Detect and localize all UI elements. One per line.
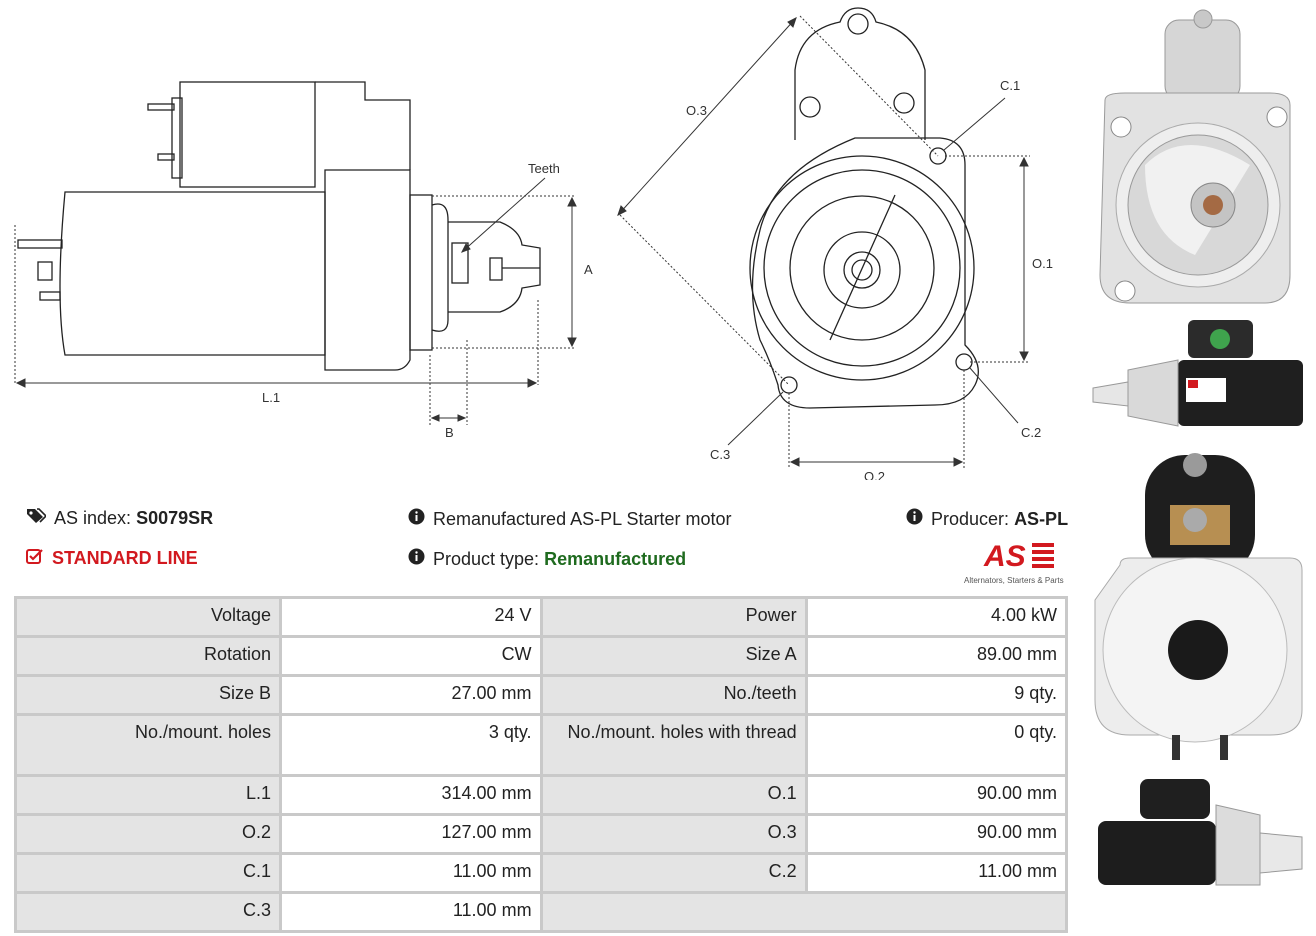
dimension-c1-label: C.1 (1000, 78, 1020, 93)
front-view-drawing (749, 7, 979, 409)
spec-value: 90.00 mm (807, 777, 1065, 813)
table-row: Size B 27.00 mm No./teeth 9 qty. (17, 677, 1065, 713)
producer: Producer: AS-PL (906, 508, 1068, 530)
dimension-c3-label: C.3 (710, 447, 730, 462)
spec-value: 27.00 mm (282, 677, 540, 713)
table-row: L.1 314.00 mm O.1 90.00 mm (17, 777, 1065, 813)
spec-value: 89.00 mm (807, 638, 1065, 674)
as-index-value: S0079SR (136, 508, 214, 528)
product-type-value: Remanufactured (544, 548, 687, 569)
spec-value: CW (282, 638, 540, 674)
product-photo-side-bottom[interactable] (1090, 775, 1310, 895)
spec-label: C.1 (17, 855, 280, 891)
spec-value: 3 qty. (282, 716, 540, 774)
table-row: Rotation CW Size A 89.00 mm (17, 638, 1065, 674)
spec-value: 127.00 mm (282, 816, 540, 852)
description-text: Remanufactured AS-PL Starter motor (433, 508, 732, 529)
spec-value: 90.00 mm (807, 816, 1065, 852)
specs-table: Voltage 24 V Power 4.00 kW Rotation CW S… (14, 596, 1068, 933)
dimension-l1-label: L.1 (262, 390, 280, 405)
spec-label: Power (542, 599, 805, 635)
spec-label: Size B (17, 677, 280, 713)
dimension-o3-label: O.3 (686, 103, 707, 118)
info-icon (408, 508, 425, 530)
table-row: No./mount. holes 3 qty. No./mount. holes… (17, 716, 1065, 774)
producer-label: Producer: (931, 508, 1010, 529)
dimension-o1-label: O.1 (1032, 256, 1053, 271)
as-index: AS index: S0079SR (26, 508, 213, 529)
side-view-arrows (15, 177, 577, 422)
checkbox-checked-icon (26, 548, 44, 569)
product-photo-front[interactable] (1085, 5, 1310, 310)
info-icon (906, 508, 923, 530)
tags-icon (26, 508, 48, 529)
spec-value: 11.00 mm (807, 855, 1065, 891)
front-view-dimensions (619, 15, 1030, 468)
spec-label: C.2 (542, 855, 805, 891)
spec-label: No./mount. holes (17, 716, 280, 774)
spec-value: 4.00 kW (807, 599, 1065, 635)
logo-tagline: Alternators, Starters & Parts (964, 576, 1064, 585)
product-type-label: Product type: (433, 548, 540, 569)
spec-label: O.2 (17, 816, 280, 852)
empty-cell (542, 894, 1065, 930)
logo-text: AS (983, 540, 1026, 570)
table-row: Voltage 24 V Power 4.00 kW (17, 599, 1065, 635)
dimension-c2-label: C.2 (1021, 425, 1041, 440)
dimension-o2-label: O.2 (864, 469, 885, 480)
product-photo-side-top[interactable] (1088, 316, 1308, 436)
technical-drawing: Teeth A L.1 B (14, 7, 1053, 480)
standard-line-label: STANDARD LINE (52, 548, 198, 568)
spec-value: 11.00 mm (282, 894, 540, 930)
spec-label: Voltage (17, 599, 280, 635)
as-logo-mark: AS (983, 540, 1054, 573)
teeth-label: Teeth (528, 161, 560, 176)
front-view-arrows (617, 17, 1029, 467)
spec-label: No./teeth (542, 677, 805, 713)
product-photo-rear[interactable] (1090, 450, 1305, 765)
product-type: Product type: Remanufactured (408, 548, 686, 570)
spec-value: 0 qty. (807, 716, 1065, 774)
table-row: O.2 127.00 mm O.3 90.00 mm (17, 816, 1065, 852)
spec-label: Rotation (17, 638, 280, 674)
table-row: C.1 11.00 mm C.2 11.00 mm (17, 855, 1065, 891)
info-icon (408, 548, 425, 570)
table-row: C.3 11.00 mm (17, 894, 1065, 930)
as-index-label: AS index: (54, 508, 132, 528)
spec-label: O.1 (542, 777, 805, 813)
spec-value: 314.00 mm (282, 777, 540, 813)
spec-label: O.3 (542, 816, 805, 852)
spec-value: 11.00 mm (282, 855, 540, 891)
dimension-b-label: B (445, 425, 454, 440)
spec-label: C.3 (17, 894, 280, 930)
spec-value: 24 V (282, 599, 540, 635)
spec-label: No./mount. holes with thread (542, 716, 805, 774)
side-view-drawing (17, 81, 541, 371)
spec-label: L.1 (17, 777, 280, 813)
spec-label: Size A (542, 638, 805, 674)
side-view-dimensions (14, 195, 575, 425)
spec-value: 9 qty. (807, 677, 1065, 713)
as-pl-logo: AS Alternators, Starters & Parts (964, 540, 1068, 585)
product-description: Remanufactured AS-PL Starter motor (408, 508, 731, 530)
dimension-a-label: A (584, 262, 593, 277)
standard-line: STANDARD LINE (26, 548, 198, 569)
producer-value: AS-PL (1014, 508, 1069, 529)
